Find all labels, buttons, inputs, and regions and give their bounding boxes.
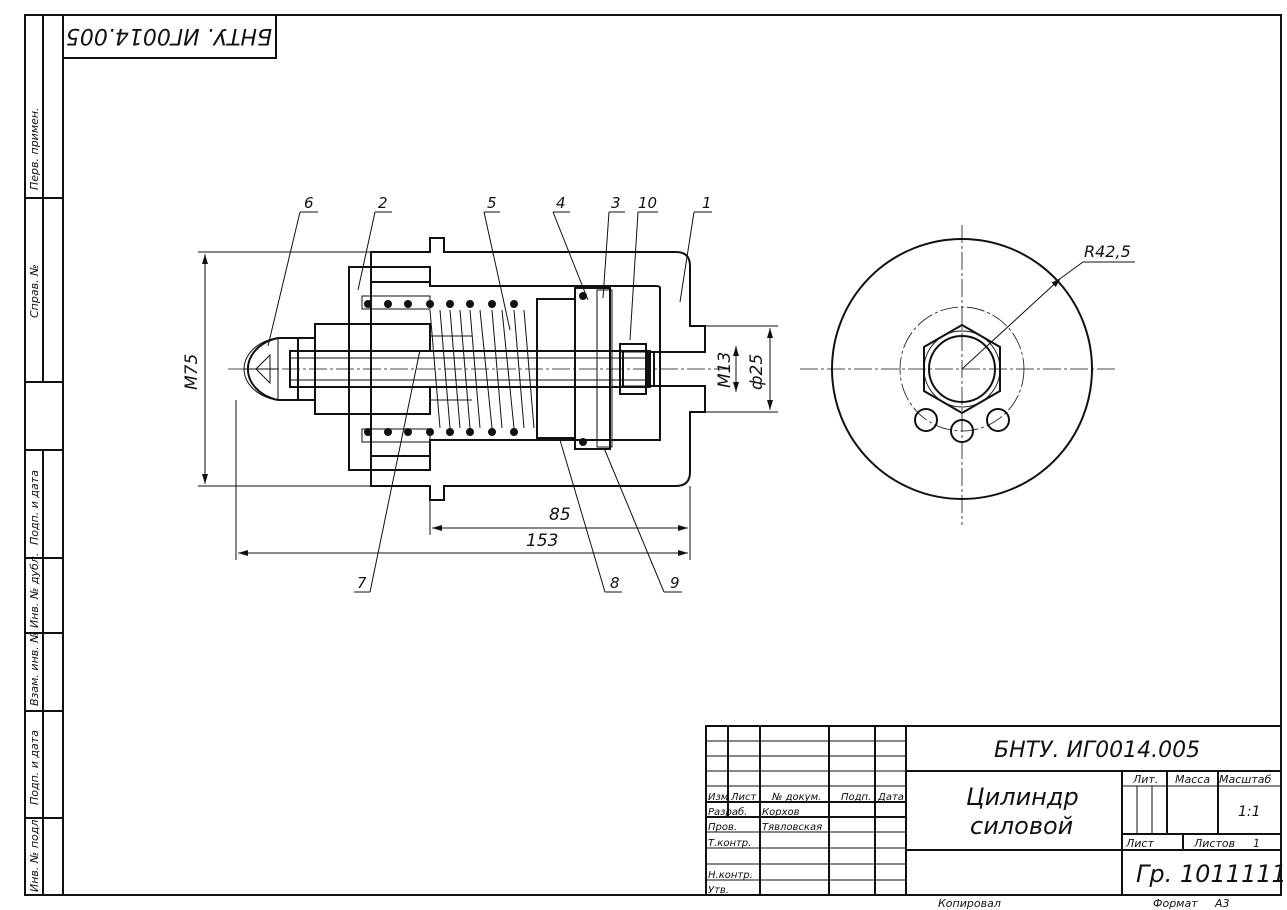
role-utv: Утв.: [708, 885, 729, 896]
leader-4: 4: [556, 194, 566, 212]
person-razrab: Корхов: [762, 807, 800, 818]
label-sheets: Листов: [1193, 837, 1235, 850]
scale-value: 1:1: [1238, 804, 1261, 820]
top-stamp-text: БНТУ. ИГ0014.005: [66, 23, 272, 48]
dim-m13: М13: [715, 352, 735, 388]
role-razrab: Разраб.: [708, 806, 747, 818]
dim-m75: М75: [182, 354, 202, 390]
person-prov: Тявловская: [762, 822, 822, 833]
group-number: Гр. 10111119: [1136, 860, 1287, 888]
role-t-kontr: Т.контр.: [708, 838, 751, 849]
name-line-2: силовой: [970, 812, 1073, 840]
dim-153: 153: [526, 531, 558, 551]
dim-r42-5: R42,5: [1084, 242, 1131, 261]
header-data: Дата: [877, 792, 904, 803]
leader-9: 9: [670, 574, 680, 592]
sheets-value: 1: [1253, 837, 1260, 850]
footer-kopiroval: Копировал: [938, 897, 1001, 910]
designation: БНТУ. ИГ0014.005: [994, 738, 1200, 763]
leader-5: 5: [487, 194, 497, 212]
name-line-1: Цилиндр: [966, 783, 1079, 811]
role-n-kontr: Н.контр.: [708, 870, 753, 881]
footer-format-label: Формат: [1153, 897, 1198, 910]
label-massa: Масса: [1175, 773, 1210, 786]
leader-3: 3: [611, 194, 621, 212]
label-lit: Лит.: [1132, 773, 1158, 786]
cap-part: [348, 266, 431, 471]
role-prov: Пров.: [708, 822, 737, 833]
dimension-lines: [198, 251, 778, 560]
header-podp: Подп.: [841, 792, 871, 803]
leader-6: 6: [304, 194, 314, 212]
spring-body: [429, 309, 535, 429]
dim-d25: ф25: [747, 354, 767, 390]
leader-lines: [267, 211, 712, 593]
label-podp-data-2: Подп. и дата: [28, 730, 41, 805]
body-part: [370, 237, 706, 501]
label-inv-no-podl: Инв. № подл.: [28, 816, 41, 892]
end-view: R42,5: [800, 225, 1135, 525]
leader-2: 2: [378, 194, 388, 212]
leader-8: 8: [610, 574, 620, 592]
spring-top: [364, 292, 587, 446]
header-list: Лист: [730, 792, 758, 803]
leader-10: 10: [638, 194, 657, 212]
label-vzam-inv-no: Взам. инв. №: [28, 631, 41, 706]
drawing-frame: [24, 14, 1282, 896]
dim-85: 85: [549, 505, 571, 525]
header-n-dokum: № докум.: [771, 792, 821, 803]
leader-7: 7: [357, 574, 367, 592]
title-block: БНТУ. ИГ0014.005 Цилиндр силовой Гр. 101…: [705, 725, 1287, 896]
top-stamp: БНТУ. ИГ0014.005: [62, 14, 277, 59]
label-perv-primen: Перв. примен.: [28, 107, 41, 190]
label-podp-data-1: Подп. и дата: [28, 470, 41, 545]
label-sprav-no: Справ. №: [28, 264, 41, 318]
label-masshtab: Масштаб: [1219, 773, 1271, 786]
header-izm: Изм: [708, 792, 729, 803]
label-inv-no-dubl: Инв. № дубл.: [28, 553, 41, 628]
label-sheet: Лист: [1125, 837, 1154, 850]
section-view: 6 2 5 4 3 10 1 7 8 9 М75 М13 ф25 85 153: [182, 194, 778, 593]
leader-1: 1: [702, 194, 712, 212]
footer-format-value: А3: [1214, 897, 1230, 910]
